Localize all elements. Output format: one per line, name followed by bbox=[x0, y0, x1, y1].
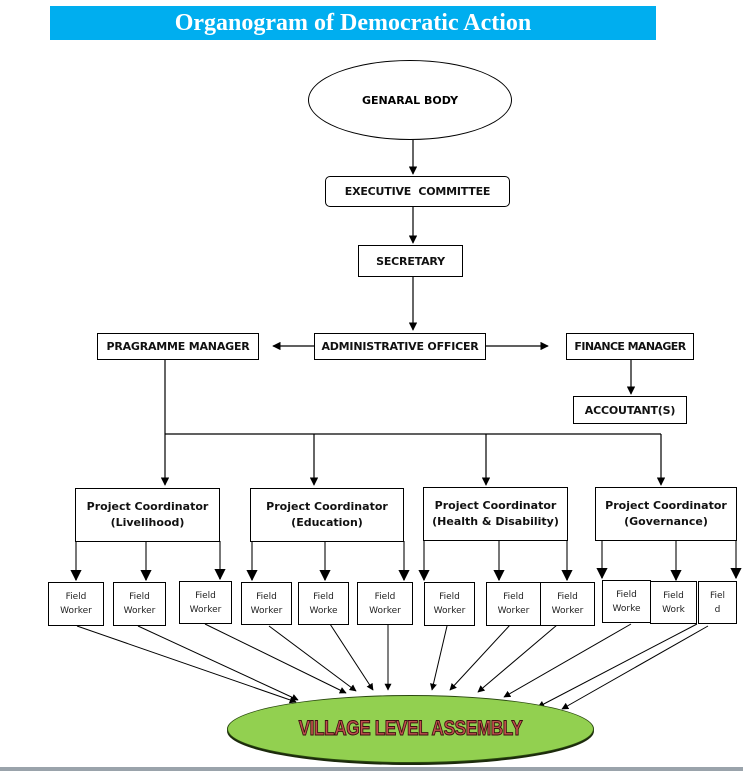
secretary-label: SECRETARY bbox=[376, 254, 445, 268]
field-worker-line2: Worke bbox=[309, 605, 338, 616]
coordinator-title: Project Coordinator bbox=[86, 500, 209, 513]
field-worker-line2: Worker bbox=[123, 606, 156, 616]
village-level-assembly-node: VILLAGE LEVEL ASSEMBLY bbox=[227, 695, 594, 763]
field-worker-line1: Field bbox=[503, 592, 524, 602]
field-worker-line2: Worker bbox=[497, 606, 530, 616]
coordinator-title: Project Coordinator bbox=[266, 500, 388, 513]
field-worker-line2: Worke bbox=[612, 603, 641, 614]
field-worker-line2: Worker bbox=[433, 606, 466, 616]
field-worker-line1: Field bbox=[616, 589, 637, 600]
field-worker-line2: Worker bbox=[189, 604, 222, 615]
field-worker-line1: Field bbox=[256, 591, 277, 602]
field-worker-line1: Field bbox=[439, 592, 460, 602]
coordinator-area: (Health & Disability) bbox=[432, 515, 559, 528]
field-worker-line1: Field bbox=[129, 592, 150, 602]
field-worker-line1: Field bbox=[195, 590, 216, 601]
finance-manager-node: FINANCE MANAGER bbox=[566, 333, 694, 360]
field-worker-line1: Field bbox=[65, 592, 87, 602]
coordinator-governance: Project Coordinator (Governance) bbox=[595, 487, 737, 541]
finance-manager-label: FINANCE MANAGER bbox=[574, 340, 686, 353]
secretary-node: SECRETARY bbox=[358, 245, 463, 277]
village-level-assembly-label: VILLAGE LEVEL ASSEMBLY bbox=[298, 717, 523, 741]
general-body-node: GENARAL BODY bbox=[308, 60, 512, 140]
accountants-label: ACCOUTANT(S) bbox=[584, 403, 676, 417]
field-worker-line2: Worker bbox=[551, 606, 584, 616]
field-worker-line2: Work bbox=[662, 604, 685, 615]
administrative-officer-node: ADMINISTRATIVE OFFICER bbox=[314, 333, 486, 360]
field-worker-line2: Worker bbox=[250, 605, 283, 616]
coordinator-area: (Education) bbox=[291, 516, 363, 529]
administrative-officer-label: ADMINISTRATIVE OFFICER bbox=[321, 340, 479, 353]
field-worker-line1: Field bbox=[313, 591, 334, 602]
programme-manager-node: PRAGRAMME MANAGER bbox=[97, 333, 259, 360]
coordinator-area: (Livelihood) bbox=[110, 516, 185, 529]
field-worker-line1: Field bbox=[663, 590, 684, 601]
executive-committee-label: EXECUTIVE COMMITTEE bbox=[344, 185, 491, 198]
coordinator-health-disability: Project Coordinator (Health & Disability… bbox=[423, 487, 568, 541]
field-worker-line1: Field bbox=[374, 591, 396, 602]
field-worker-line2: Worker bbox=[60, 606, 92, 616]
accountants-node: ACCOUTANT(S) bbox=[573, 396, 687, 424]
general-body-label: GENARAL BODY bbox=[361, 93, 459, 107]
programme-manager-label: PRAGRAMME MANAGER bbox=[106, 340, 250, 353]
executive-committee-node: EXECUTIVE COMMITTEE bbox=[325, 176, 510, 207]
field-worker-line1: Fiel bbox=[709, 590, 726, 601]
coordinator-area: (Governance) bbox=[624, 515, 708, 528]
field-worker-line1: Field bbox=[557, 592, 578, 602]
coordinator-title: Project Coordinator bbox=[434, 499, 557, 512]
field-worker: Fiel d bbox=[698, 581, 737, 624]
field-worker-line2: d bbox=[714, 604, 721, 615]
coordinator-livelihood: Project Coordinator (Livelihood) bbox=[75, 488, 220, 542]
page-title: Organogram of Democratic Action bbox=[50, 6, 656, 40]
coordinator-title: Project Coordinator bbox=[605, 499, 727, 512]
field-worker-line2: Worker bbox=[369, 605, 401, 616]
coordinator-education: Project Coordinator (Education) bbox=[250, 488, 404, 542]
footer-divider bbox=[0, 767, 743, 771]
